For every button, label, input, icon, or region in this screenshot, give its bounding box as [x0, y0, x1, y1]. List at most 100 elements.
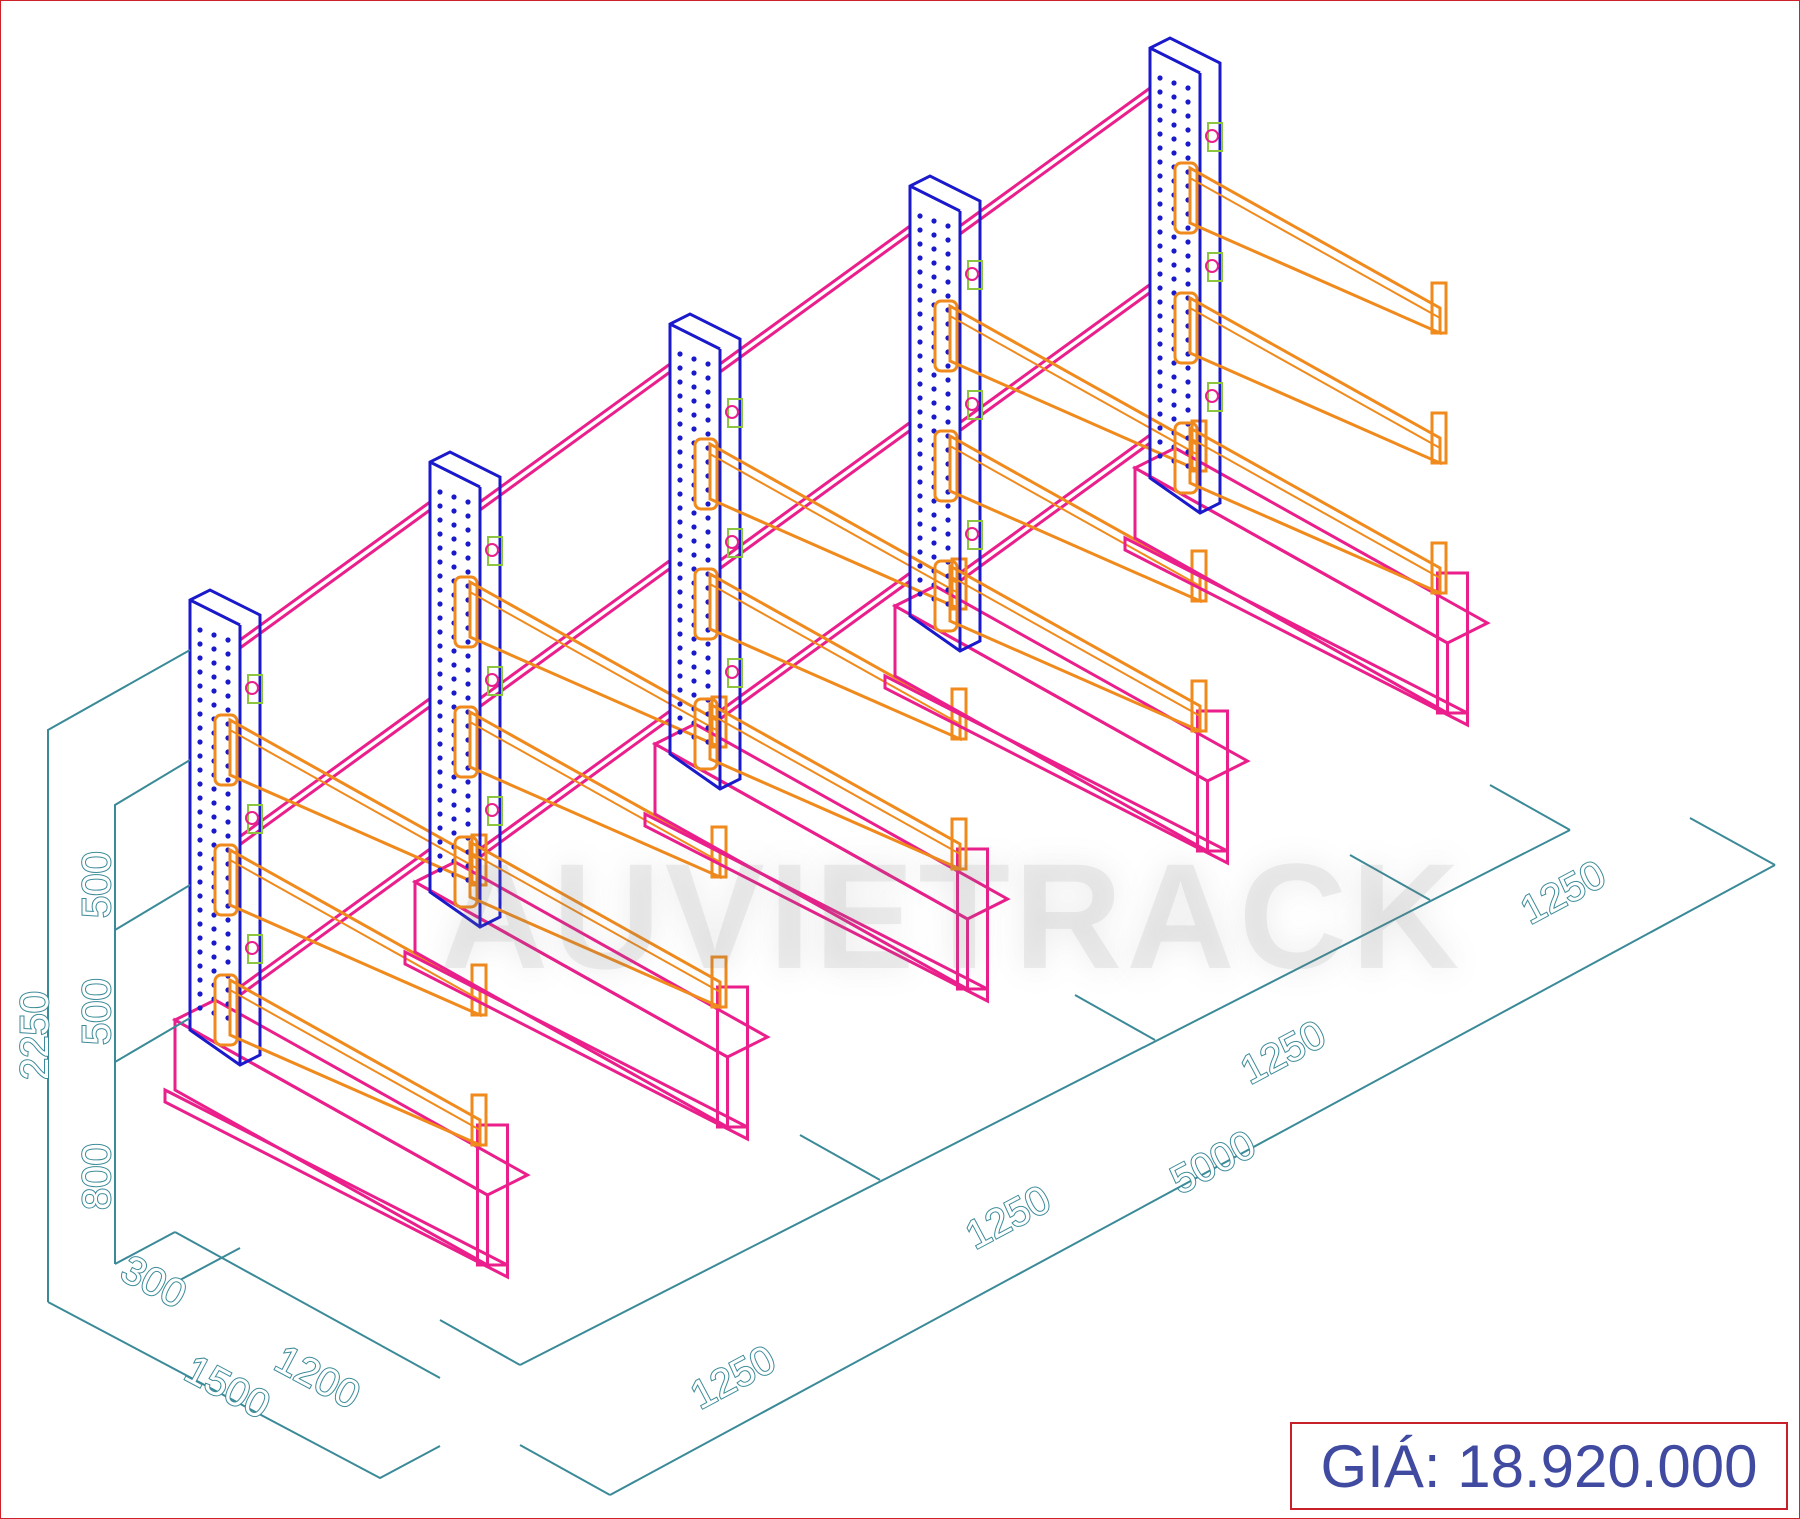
upright-hole — [197, 963, 203, 969]
upright-hole — [437, 517, 443, 523]
base-web — [173, 1017, 489, 1268]
upright-hole — [1185, 127, 1191, 133]
upright-hole — [197, 725, 203, 731]
connector-bolt — [485, 803, 499, 817]
upright-hole — [705, 375, 711, 381]
upright-hole — [197, 739, 203, 745]
upright-hole — [917, 255, 923, 261]
upright-hole — [705, 529, 711, 535]
upright-hole — [945, 503, 951, 509]
upright-hole — [1157, 257, 1163, 263]
dim-bay-width-4: 1250 — [1514, 852, 1613, 933]
base-foot-plate — [163, 1087, 509, 1280]
upright-hole — [225, 651, 231, 657]
upright-hole — [1157, 89, 1163, 95]
bracing-bar — [719, 224, 911, 366]
arm-flange-line — [1189, 307, 1441, 449]
upright-hole — [465, 695, 471, 701]
price-value: 18.920.000 — [1457, 1432, 1758, 1500]
arm-flange-line — [709, 713, 961, 855]
upright-hole — [945, 223, 951, 229]
arm-mount-plate — [213, 973, 239, 1047]
upright-hole — [677, 435, 683, 441]
dim-height-total: 2250 — [13, 991, 57, 1080]
upright-hole — [917, 493, 923, 499]
upright-hole — [1157, 369, 1163, 375]
upright-hole — [917, 423, 923, 429]
upright-hole — [705, 683, 711, 689]
arm-mount-plate — [933, 429, 959, 503]
rack-upright-4 — [883, 174, 1251, 866]
upright-hole — [1157, 327, 1163, 333]
upright-hole — [931, 288, 937, 294]
upright-hole — [437, 839, 443, 845]
dimension-annotations: 2250 800 500 500 300 1200 1500 1250 1250… — [12, 649, 1776, 1496]
bracing-bar — [719, 421, 911, 562]
upright-hole — [945, 405, 951, 411]
upright-hole — [677, 449, 683, 455]
upright-hole — [225, 959, 231, 965]
upright-hole — [197, 949, 203, 955]
upright-hole — [197, 879, 203, 885]
upright-hole — [917, 479, 923, 485]
rack-upright-1 — [163, 588, 531, 1280]
connector-bolt — [245, 811, 259, 825]
upright-hole — [437, 671, 443, 677]
arm-end-stop — [710, 825, 728, 879]
upright-hole — [917, 577, 923, 583]
upright-hole — [931, 274, 937, 280]
upright-hole — [1157, 145, 1163, 151]
arm-mount-plate — [213, 713, 239, 787]
upright-hole — [1185, 225, 1191, 231]
upright-hole — [931, 260, 937, 266]
bracing-bar — [479, 717, 671, 859]
bracing-bar — [719, 232, 911, 374]
upright-hole — [437, 825, 443, 831]
cantilever-arm — [228, 717, 482, 888]
upright-hole — [1157, 271, 1163, 277]
upright-hole — [691, 384, 697, 390]
arm-connector — [247, 674, 263, 704]
upright-hole — [917, 325, 923, 331]
upright-hole — [437, 559, 443, 565]
base-foot-plate — [883, 673, 1229, 866]
arm-end-stop — [710, 955, 728, 1009]
upright-hole — [677, 365, 683, 371]
upright-hole — [691, 524, 697, 530]
upright-hole — [1185, 253, 1191, 259]
upright-hole — [917, 297, 923, 303]
arm-end-stop — [950, 687, 968, 741]
upright-hole — [1157, 229, 1163, 235]
upright-hole — [437, 783, 443, 789]
arm-mount-plate — [453, 705, 479, 779]
upright-hole — [1171, 276, 1177, 282]
connector-bolt — [1205, 129, 1219, 143]
upright-hole — [437, 531, 443, 537]
upright-hole — [1157, 425, 1163, 431]
connector-bolt — [725, 535, 739, 549]
upright-hole — [691, 650, 697, 656]
upright-hole — [1157, 411, 1163, 417]
upright-hole — [1185, 155, 1191, 161]
upright-hole — [945, 419, 951, 425]
upright-hole — [465, 793, 471, 799]
connector-bolt — [245, 681, 259, 695]
arm-end-stop — [950, 817, 968, 871]
upright-hole — [1171, 80, 1177, 86]
upright-hole — [1157, 285, 1163, 291]
arm-flange-line — [949, 445, 1201, 587]
upright-hole — [1171, 388, 1177, 394]
upright-hole — [465, 569, 471, 575]
upright-hole — [931, 246, 937, 252]
upright-hole — [945, 363, 951, 369]
upright-hole — [1157, 299, 1163, 305]
upright-hole — [197, 683, 203, 689]
upright-hole — [451, 830, 457, 836]
upright-hole — [451, 676, 457, 682]
upright-hole — [1171, 150, 1177, 156]
upright-hole — [917, 549, 923, 555]
bracing-bar — [959, 291, 1151, 432]
upright-hole — [1171, 122, 1177, 128]
upright-hole — [945, 251, 951, 257]
connector-bolt — [485, 673, 499, 687]
